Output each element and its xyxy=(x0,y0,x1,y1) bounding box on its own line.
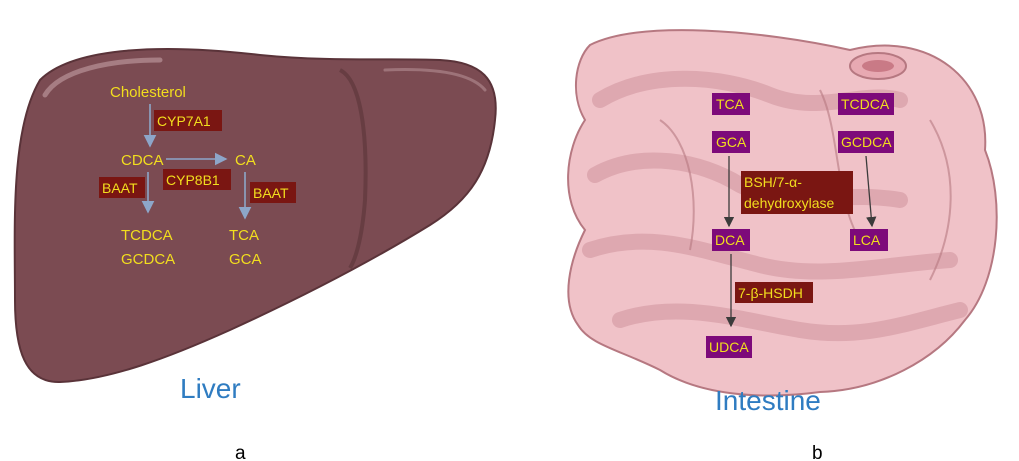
liver-tcdca-label: TCDCA xyxy=(121,227,173,244)
ca-label: CA xyxy=(235,152,256,169)
cdca-label: CDCA xyxy=(121,152,164,169)
lca-label: LCA xyxy=(853,232,881,248)
dca-label: DCA xyxy=(715,232,745,248)
intestine-panel: TCA GCA TCDCA GCDCA BSH/7-α- dehydroxyla… xyxy=(568,30,997,461)
panel-letter-a: a xyxy=(235,443,246,461)
intestine-gcdca-label: GCDCA xyxy=(841,134,892,150)
intestine-gca-label: GCA xyxy=(716,134,747,150)
liver-gca-label: GCA xyxy=(229,251,262,268)
cyp8b1-label: CYP8B1 xyxy=(166,172,220,188)
liver-illustration xyxy=(15,49,496,382)
liver-tca-label: TCA xyxy=(229,227,259,244)
intestine-title: Intestine xyxy=(715,385,821,416)
bsh-dehydroxylase-line1: BSH/7-α- xyxy=(744,174,802,190)
baat-right-label: BAAT xyxy=(253,185,289,201)
intestine-tca-label: TCA xyxy=(716,96,745,112)
udca-label: UDCA xyxy=(709,339,749,355)
liver-gcdca-label: GCDCA xyxy=(121,251,175,268)
liver-title: Liver xyxy=(180,373,241,404)
panel-letter-b: b xyxy=(812,443,823,461)
cholesterol-label: Cholesterol xyxy=(110,84,186,101)
intestine-tcdca-label: TCDCA xyxy=(841,96,890,112)
hsdh-label: 7-β-HSDH xyxy=(738,285,803,301)
liver-panel: Cholesterol CYP7A1 CDCA CA CYP8B1 BAAT B… xyxy=(15,49,496,461)
bsh-dehydroxylase-line2: dehydroxylase xyxy=(744,195,834,211)
cyp7a1-label: CYP7A1 xyxy=(157,113,211,129)
baat-left-label: BAAT xyxy=(102,180,138,196)
